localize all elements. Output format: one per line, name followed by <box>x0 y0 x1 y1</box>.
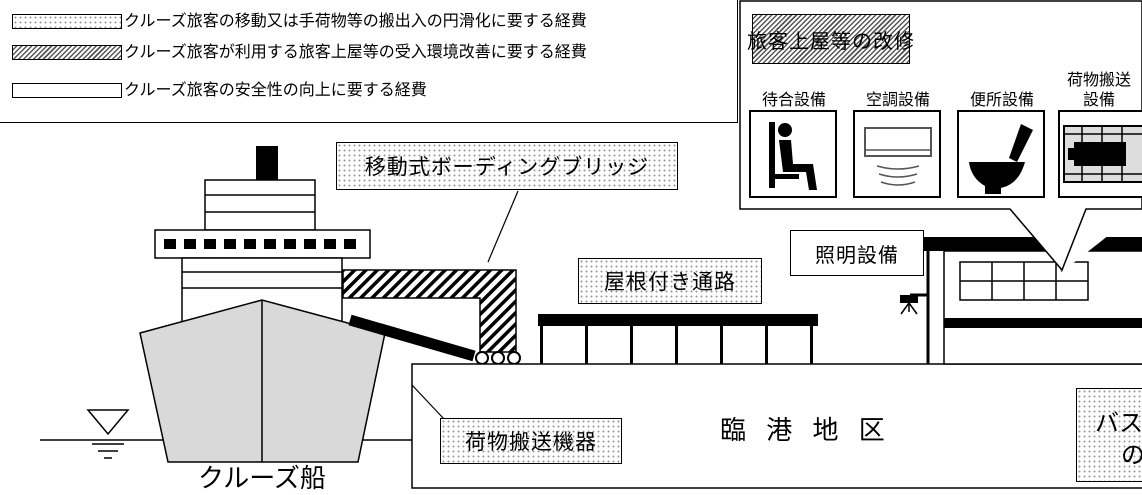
porthole <box>324 239 336 249</box>
ship-portholes <box>164 239 356 249</box>
label-covered-walkway: 屋根付き通路 <box>578 258 762 304</box>
renovation-label-baggage-line1: 荷物搬送 <box>1066 70 1131 89</box>
porthole <box>164 239 176 249</box>
porthole <box>264 239 276 249</box>
porthole <box>284 239 296 249</box>
legend-text-hatched: クルーズ旅客が利用する旅客上屋等の受入環境改善に要する経費 <box>124 42 587 61</box>
bridge-wheel <box>507 351 521 365</box>
leader-line-baggage <box>411 384 445 420</box>
legend-swatch-hatched <box>12 45 122 60</box>
boarding-bridge <box>342 269 521 365</box>
porthole <box>304 239 316 249</box>
renovation-label-waiting: 待合設備 <box>761 90 826 109</box>
legend <box>0 0 738 123</box>
walkway-post <box>810 326 813 364</box>
walkway-post <box>630 326 633 364</box>
walkway-post <box>540 326 543 364</box>
lamp-head <box>900 295 918 303</box>
air-conditioner-icon <box>853 110 941 198</box>
water-level-symbol <box>86 409 130 459</box>
label-port-area: 臨 港 地 区 <box>720 416 891 446</box>
label-bus-partial: バス の <box>1076 388 1142 482</box>
porthole <box>244 239 256 249</box>
toilet-icon <box>957 110 1045 198</box>
legend-text-plain: クルーズ旅客の安全性の向上に要する経費 <box>124 80 427 99</box>
label-lighting: 照明設備 <box>790 230 924 276</box>
renovation-title: 旅客上屋等の改修 <box>747 14 914 64</box>
baggage-conveyor-icon <box>1058 110 1142 198</box>
walkway-post <box>675 326 678 364</box>
leader-line-bridge <box>487 190 519 263</box>
walkway-post <box>765 326 768 364</box>
renovation-label-baggage-line2: 設備 <box>1082 90 1115 109</box>
label-bus-line1: バス <box>1095 409 1142 437</box>
renovation-label-toilet: 便所設備 <box>969 90 1034 109</box>
label-boarding-bridge: 移動式ボーディングブリッジ <box>336 142 678 190</box>
porthole <box>204 239 216 249</box>
walkway-post <box>585 326 588 364</box>
porthole <box>224 239 236 249</box>
seated-person-icon <box>749 110 837 198</box>
cruise-ship <box>139 146 386 463</box>
terminal-building <box>924 237 1142 365</box>
label-bus-line2: の <box>1121 441 1142 469</box>
label-cruise-ship: クルーズ船 <box>198 464 326 494</box>
bridge-wheel <box>491 351 505 365</box>
porthole <box>184 239 196 249</box>
covered-walkway <box>538 314 818 364</box>
renovation-label-aircon: 空調設備 <box>865 90 930 109</box>
bridge-wheel <box>475 351 489 365</box>
label-baggage-equipment: 荷物搬送機器 <box>440 418 622 464</box>
legend-swatch-dotted <box>12 14 122 29</box>
legend-text-dotted: クルーズ旅客の移動又は手荷物等の搬出入の円滑化に要する経費 <box>124 11 587 30</box>
walkway-post <box>720 326 723 364</box>
porthole <box>344 239 356 249</box>
legend-swatch-plain <box>12 83 122 98</box>
ship-funnel <box>256 146 278 180</box>
